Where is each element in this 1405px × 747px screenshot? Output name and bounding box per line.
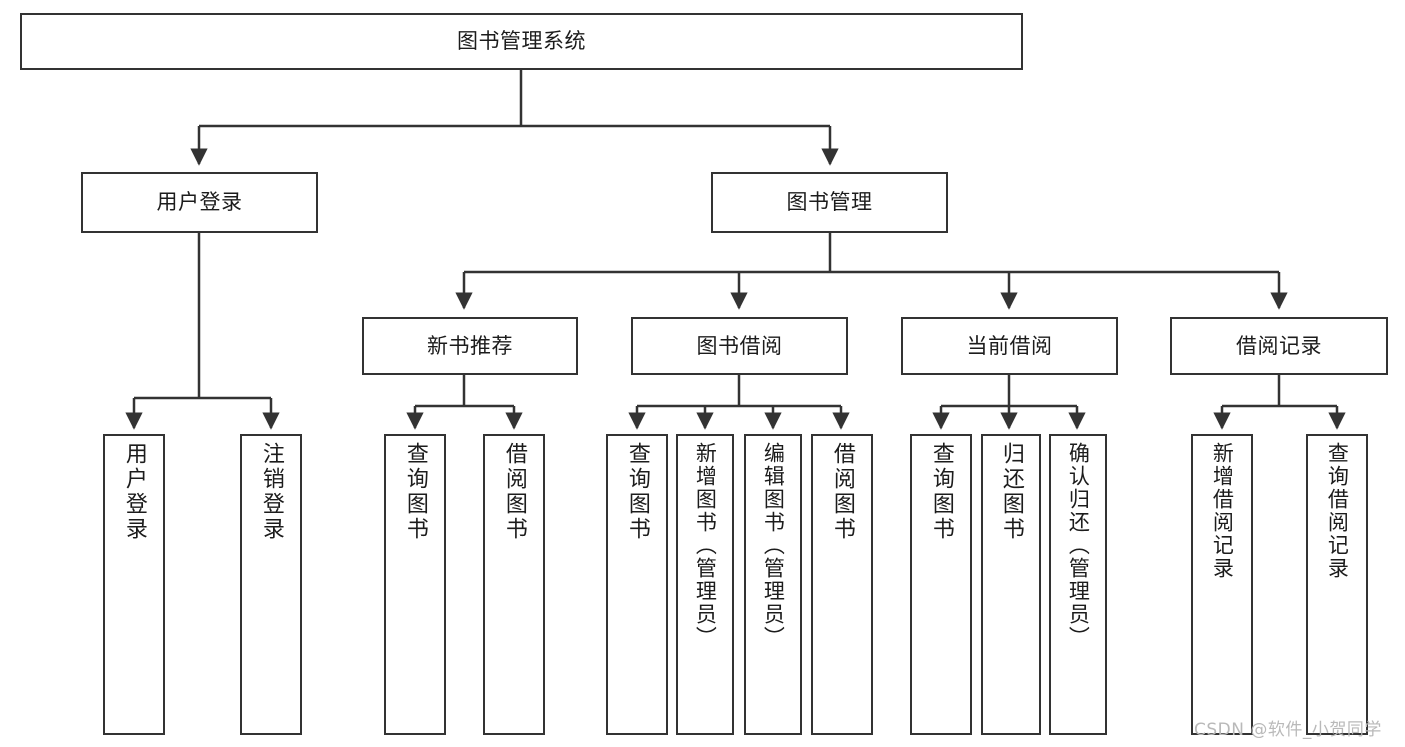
node-book-borrow[interactable]: 图书借阅 [631,317,848,375]
node-leaf-query-book-3[interactable]: 查询图书 [910,434,972,735]
node-leaf-query-book-1-label: 查询图书 [402,442,428,542]
node-leaf-return-book[interactable]: 归还图书 [981,434,1041,735]
node-leaf-borrow-book-2-label: 借阅图书 [829,442,855,542]
csdn-watermark: CSDN @软件_小贺同学 [1194,720,1382,740]
node-leaf-confirm-return-label: 确认归还（管理员） [1066,442,1091,649]
node-book-borrow-label: 图书借阅 [696,333,783,358]
node-leaf-logout-login[interactable]: 注销登录 [240,434,302,735]
node-user-login-label: 用户登录 [156,190,243,215]
node-current-borrow-label: 当前借阅 [966,333,1053,358]
node-leaf-query-book-3-label: 查询图书 [928,442,954,542]
node-leaf-return-book-label: 归还图书 [998,442,1024,542]
node-leaf-add-book-label: 新增图书（管理员） [693,442,718,649]
node-leaf-add-record[interactable]: 新增借阅记录 [1191,434,1253,735]
node-leaf-add-record-label: 新增借阅记录 [1210,442,1235,580]
node-current-borrow[interactable]: 当前借阅 [901,317,1118,375]
node-leaf-query-record[interactable]: 查询借阅记录 [1306,434,1368,735]
node-leaf-query-book-2-label: 查询图书 [624,442,650,542]
node-new-book-recommend[interactable]: 新书推荐 [362,317,578,375]
node-new-book-recommend-label: 新书推荐 [427,333,513,358]
node-book-management-label: 图书管理 [786,190,873,215]
node-leaf-user-login-label: 用户登录 [121,442,147,542]
node-leaf-borrow-book-1[interactable]: 借阅图书 [483,434,545,735]
node-leaf-query-record-label: 查询借阅记录 [1325,442,1350,580]
node-borrow-record-label: 借阅记录 [1236,333,1322,358]
node-leaf-query-book-1[interactable]: 查询图书 [384,434,446,735]
node-root-label: 图书管理系统 [457,29,586,54]
node-book-management[interactable]: 图书管理 [711,172,948,233]
node-leaf-edit-book[interactable]: 编辑图书（管理员） [744,434,802,735]
node-leaf-borrow-book-2[interactable]: 借阅图书 [811,434,873,735]
node-leaf-edit-book-label: 编辑图书（管理员） [761,442,786,649]
node-user-login[interactable]: 用户登录 [81,172,318,233]
node-leaf-logout-login-label: 注销登录 [258,442,284,542]
node-root[interactable]: 图书管理系统 [20,13,1023,70]
node-leaf-query-book-2[interactable]: 查询图书 [606,434,668,735]
node-leaf-confirm-return[interactable]: 确认归还（管理员） [1049,434,1107,735]
node-leaf-add-book[interactable]: 新增图书（管理员） [676,434,734,735]
node-leaf-user-login[interactable]: 用户登录 [103,434,165,735]
node-leaf-borrow-book-1-label: 借阅图书 [501,442,527,542]
node-borrow-record[interactable]: 借阅记录 [1170,317,1388,375]
